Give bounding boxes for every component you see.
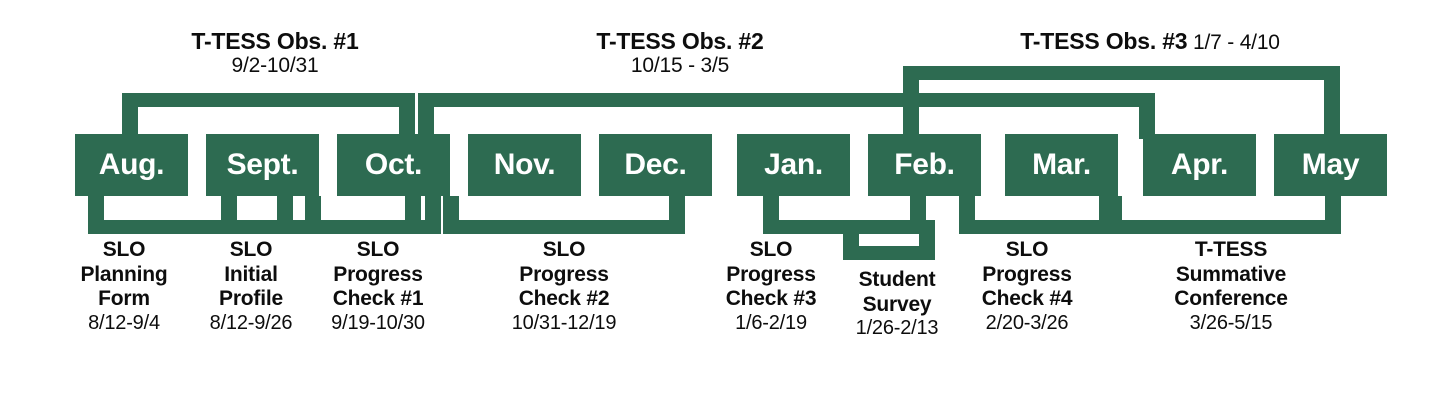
task-label-slo-progress-check-4: SLO Progress Check #4 2/20-3/26 bbox=[963, 238, 1091, 335]
observation-header-1: T-TESS Obs. #1 9/2-10/31 bbox=[130, 28, 420, 78]
month-label-jan: Jan. bbox=[764, 148, 823, 181]
observation-1-title: T-TESS Obs. #1 bbox=[191, 28, 359, 54]
task-8-dates: 3/26-5/15 bbox=[1189, 311, 1273, 334]
task-4-line-3: Check #2 bbox=[518, 287, 610, 311]
month-box-mar[interactable]: Mar. bbox=[1005, 134, 1118, 196]
month-label-oct: Oct. bbox=[364, 148, 423, 181]
task-5-line-3: Check #3 bbox=[725, 287, 817, 311]
task-3-bracket-bottom-bar bbox=[305, 220, 441, 234]
task-label-slo-progress-check-1: SLO Progress Check #1 9/19-10/30 bbox=[314, 238, 442, 335]
task-3-line-2: Progress bbox=[333, 262, 423, 286]
month-box-nov[interactable]: Nov. bbox=[468, 134, 581, 196]
month-box-oct[interactable]: Oct. bbox=[337, 134, 450, 196]
month-label-dec: Dec. bbox=[624, 148, 687, 181]
month-label-feb: Feb. bbox=[894, 148, 955, 181]
task-5-dates: 1/6-2/19 bbox=[735, 311, 807, 334]
task-6-bracket-right-leg bbox=[919, 220, 935, 260]
task-label-slo-progress-check-3: SLO Progress Check #3 1/6-2/19 bbox=[707, 238, 835, 335]
task-label-slo-planning-form: SLO Planning Form 8/12-9/4 bbox=[60, 238, 188, 335]
observation-header-2: T-TESS Obs. #2 10/15 - 3/5 bbox=[530, 28, 830, 78]
task-1-line-2: Planning bbox=[80, 262, 168, 286]
obs-3-bracket-top-bar bbox=[903, 66, 1340, 80]
task-8-bracket-right-leg bbox=[1325, 196, 1341, 234]
task-6-line-1: Student bbox=[858, 268, 936, 291]
month-box-aug[interactable]: Aug. bbox=[75, 134, 188, 196]
month-box-dec[interactable]: Dec. bbox=[599, 134, 712, 196]
task-2-line-2: Initial bbox=[224, 262, 278, 286]
month-box-feb[interactable]: Feb. bbox=[868, 134, 981, 196]
month-label-apr: Apr. bbox=[1170, 148, 1229, 181]
month-label-nov: Nov. bbox=[493, 148, 556, 181]
month-box-may[interactable]: May bbox=[1274, 134, 1387, 196]
task-7-line-3: Check #4 bbox=[981, 287, 1073, 311]
task-2-line-1: SLO bbox=[229, 238, 273, 261]
task-6-dates: 1/26-2/13 bbox=[855, 317, 939, 340]
observation-2-title: T-TESS Obs. #2 bbox=[596, 28, 764, 54]
task-4-dates: 10/31-12/19 bbox=[511, 311, 617, 334]
month-label-may: May bbox=[1301, 148, 1360, 181]
task-3-line-3: Check #1 bbox=[332, 287, 424, 311]
observation-3-dates-value: 1/7 - 4/10 bbox=[1193, 31, 1280, 54]
task-8-line-2: Summative bbox=[1175, 262, 1287, 286]
obs-3-bracket-right-leg bbox=[1324, 66, 1340, 139]
observation-3-title: T-TESS Obs. #3 1/7 - 4/10 bbox=[960, 28, 1340, 55]
obs-3-bracket-left-leg bbox=[903, 66, 919, 139]
task-7-bracket-bottom-bar bbox=[959, 220, 1122, 234]
task-8-line-3: Conference bbox=[1174, 287, 1288, 311]
month-box-apr[interactable]: Apr. bbox=[1143, 134, 1256, 196]
task-2-dates: 8/12-9/26 bbox=[209, 311, 293, 334]
month-box-sept[interactable]: Sept. bbox=[206, 134, 319, 196]
task-3-line-1: SLO bbox=[356, 238, 400, 261]
observation-1-dates: 9/2-10/31 bbox=[231, 54, 319, 78]
task-2-line-3: Profile bbox=[219, 287, 283, 311]
task-1-dates: 8/12-9/4 bbox=[88, 311, 160, 334]
task-7-line-2: Progress bbox=[982, 262, 1072, 286]
task-4-line-1: SLO bbox=[542, 238, 586, 261]
task-1-line-3: Form bbox=[98, 287, 150, 311]
task-5-line-2: Progress bbox=[726, 262, 816, 286]
task-8-line-1: T-TESS bbox=[1194, 238, 1268, 261]
task-6-bracket-bottom-bar bbox=[843, 246, 935, 260]
obs-1-bracket-right-leg bbox=[399, 93, 415, 139]
task-8-bracket-bottom-bar bbox=[1099, 220, 1341, 234]
task-7-dates: 2/20-3/26 bbox=[985, 311, 1069, 334]
task-4-bracket-right-leg bbox=[669, 196, 685, 234]
task-3-dates: 9/19-10/30 bbox=[331, 311, 425, 334]
obs-2-bracket-right-leg bbox=[1139, 93, 1155, 139]
obs-2-bracket-top-bar bbox=[418, 93, 1155, 107]
observation-header-3: T-TESS Obs. #3 1/7 - 4/10 bbox=[960, 28, 1340, 55]
month-label-aug: Aug. bbox=[98, 148, 165, 181]
task-label-student-survey: Student Survey 1/26-2/13 bbox=[833, 268, 961, 341]
observation-3-title-text: T-TESS Obs. #3 bbox=[1020, 28, 1188, 54]
task-6-line-2: Survey bbox=[862, 292, 932, 316]
observation-2-dates: 10/15 - 3/5 bbox=[630, 54, 730, 78]
obs-1-bracket-top-bar bbox=[122, 93, 415, 107]
task-7-line-1: SLO bbox=[1005, 238, 1049, 261]
task-4-line-2: Progress bbox=[519, 262, 609, 286]
task-label-slo-initial-profile: SLO Initial Profile 8/12-9/26 bbox=[187, 238, 315, 335]
month-box-jan[interactable]: Jan. bbox=[737, 134, 850, 196]
task-label-slo-progress-check-2: SLO Progress Check #2 10/31-12/19 bbox=[500, 238, 628, 335]
task-4-bracket-bottom-bar bbox=[443, 220, 685, 234]
task-3-bracket-right-leg bbox=[425, 196, 441, 234]
task-5-line-1: SLO bbox=[749, 238, 793, 261]
month-label-mar: Mar. bbox=[1032, 148, 1091, 181]
month-label-sept: Sept. bbox=[226, 148, 299, 181]
task-1-line-1: SLO bbox=[102, 238, 146, 261]
task-label-ttess-summative-conference: T-TESS Summative Conference 3/26-5/15 bbox=[1156, 238, 1306, 335]
